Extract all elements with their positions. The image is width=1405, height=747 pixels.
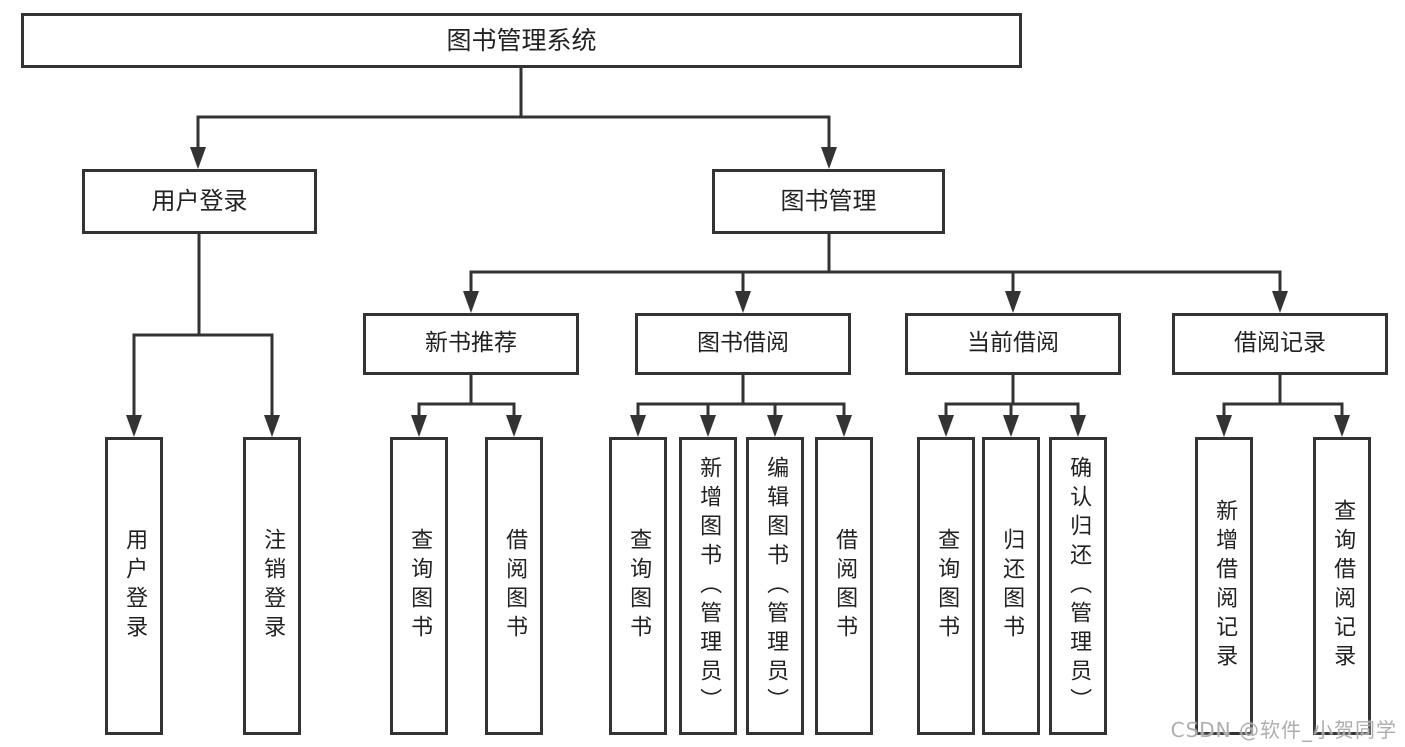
node-root: 图书管理系统 bbox=[21, 13, 1022, 68]
leaf-edit-book-admin: 编辑图书（管理员） bbox=[746, 437, 804, 735]
leaf-add-borrow-record: 新增借阅记录 bbox=[1195, 437, 1253, 735]
leaf-query-borrow-record: 查询借阅记录 bbox=[1313, 437, 1371, 735]
node-user-login: 用户登录 bbox=[82, 169, 317, 234]
node-borrow-records: 借阅记录 bbox=[1172, 313, 1388, 375]
leaf-query-books-current: 查询图书 bbox=[917, 437, 975, 735]
leaf-add-book-admin: 新增图书（管理员） bbox=[679, 437, 737, 735]
csdn-watermark: CSDN @软件_小贺同学 bbox=[1170, 718, 1397, 742]
node-book-management: 图书管理 bbox=[712, 169, 945, 234]
leaf-borrow-books: 借阅图书 bbox=[815, 437, 873, 735]
leaf-logout: 注销登录 bbox=[243, 437, 301, 735]
leaf-user-login: 用户登录 bbox=[105, 437, 163, 735]
leaf-confirm-return-admin: 确认归还（管理员） bbox=[1049, 437, 1107, 735]
node-book-borrow: 图书借阅 bbox=[635, 313, 851, 375]
leaf-borrow-books-recommend: 借阅图书 bbox=[485, 437, 543, 735]
node-current-borrow: 当前借阅 bbox=[905, 313, 1121, 375]
leaf-return-books: 归还图书 bbox=[982, 437, 1040, 735]
leaf-query-books-recommend: 查询图书 bbox=[390, 437, 448, 735]
leaf-query-books-borrow: 查询图书 bbox=[609, 437, 667, 735]
node-new-book-recommend: 新书推荐 bbox=[363, 313, 579, 375]
